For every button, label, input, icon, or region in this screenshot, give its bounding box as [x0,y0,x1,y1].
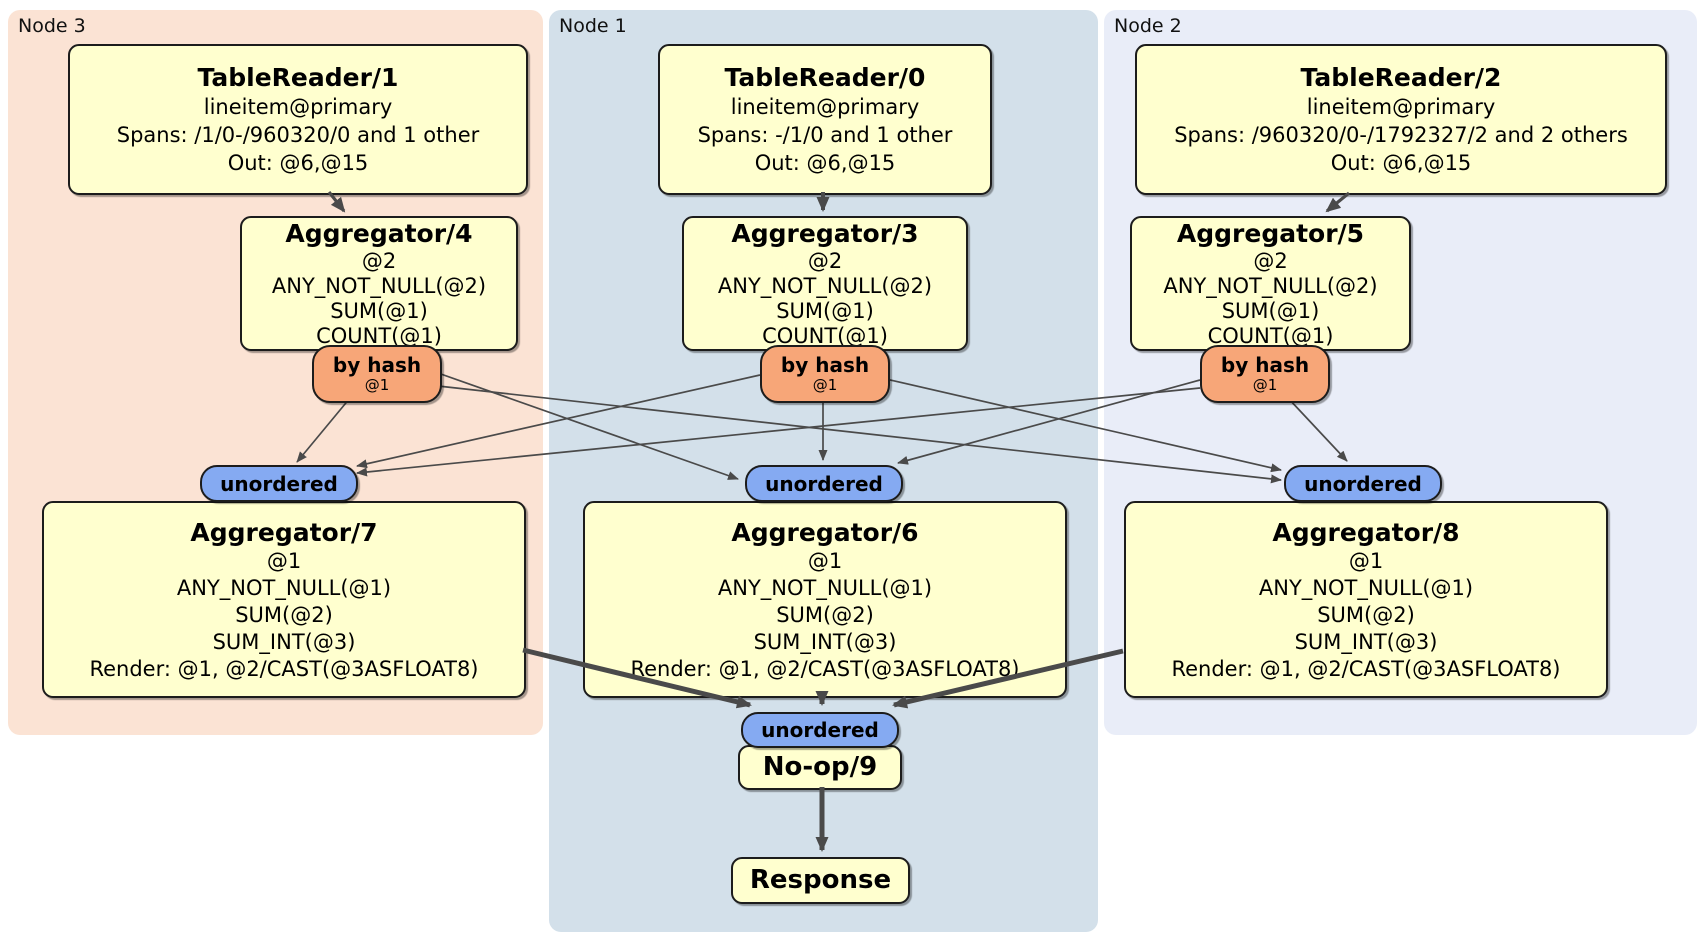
router-detail: @1 [812,376,838,394]
box-line: SUM(@1) [330,299,428,323]
box-aggregator-3: Aggregator/3 @2 ANY_NOT_NULL(@2) SUM(@1)… [682,216,968,351]
box-noop-9: No-op/9 [738,745,902,790]
box-line: Render: @1, @2/CAST(@3ASFLOAT8) [1171,656,1561,681]
box-title: Aggregator/7 [190,517,378,547]
router-label: by hash [332,353,422,377]
box-title: Aggregator/8 [1272,517,1460,547]
box-line: COUNT(@1) [1207,324,1334,348]
box-line: SUM(@2) [776,602,874,627]
box-title: No-op/9 [762,752,878,782]
sync-label: unordered [765,471,883,496]
router-byhash-node2: by hash @1 [1200,345,1330,403]
router-byhash-node3: by hash @1 [312,345,442,403]
box-title: Aggregator/4 [285,219,473,248]
router-label: by hash [780,353,870,377]
box-line: Spans: /1/0-/960320/0 and 1 other [116,123,480,147]
box-line: Out: @6,@15 [1330,151,1472,175]
box-line: Spans: /960320/0-/1792327/2 and 2 others [1174,123,1628,147]
box-aggregator-8: Aggregator/8 @1 ANY_NOT_NULL(@1) SUM(@2)… [1124,501,1608,698]
sync-unordered-node2: unordered [1284,465,1442,502]
sync-label: unordered [1304,471,1422,496]
router-byhash-node1: by hash @1 [760,345,890,403]
sync-label: unordered [761,718,879,742]
region-label-node1: Node 1 [559,15,627,37]
box-title: TableReader/2 [1300,63,1502,92]
sync-unordered-final: unordered [741,712,899,748]
region-label-node3: Node 3 [18,15,86,37]
box-line: @1 [266,548,302,573]
box-line: ANY_NOT_NULL(@1) [1258,575,1474,600]
router-detail: @1 [1252,376,1278,394]
box-title: Response [749,865,892,895]
router-label: by hash [1220,353,1310,377]
box-line: ANY_NOT_NULL(@2) [717,274,933,298]
box-line: SUM(@2) [1317,602,1415,627]
box-line: lineitem@primary [203,95,393,119]
box-response: Response [731,857,910,904]
box-line: SUM(@1) [1221,299,1320,323]
box-line: Spans: -/1/0 and 1 other [697,123,953,147]
box-line: SUM(@2) [235,602,333,627]
box-line: Render: @1, @2/CAST(@3ASFLOAT8) [89,656,479,681]
box-line: lineitem@primary [730,95,920,119]
box-line: ANY_NOT_NULL(@1) [717,575,933,600]
box-aggregator-4: Aggregator/4 @2 ANY_NOT_NULL(@2) SUM(@1)… [240,216,518,351]
box-title: Aggregator/5 [1176,219,1365,248]
box-tablereader-0: TableReader/0 lineitem@primary Spans: -/… [658,44,992,195]
box-line: SUM_INT(@3) [753,629,897,654]
box-line: @1 [807,548,843,573]
box-line: @2 [361,249,397,273]
box-line: @2 [807,249,843,273]
box-line: Out: @6,@15 [227,151,369,175]
box-line: lineitem@primary [1306,95,1496,119]
box-line: SUM(@1) [776,299,874,323]
sync-label: unordered [220,471,338,496]
sync-unordered-node1: unordered [745,465,903,502]
box-line: Render: @1, @2/CAST(@3ASFLOAT8) [630,656,1020,681]
box-line: SUM_INT(@3) [212,629,356,654]
box-line: @1 [1348,548,1384,573]
box-line: ANY_NOT_NULL(@2) [271,274,487,298]
box-line: ANY_NOT_NULL(@2) [1163,274,1378,298]
box-aggregator-7: Aggregator/7 @1 ANY_NOT_NULL(@1) SUM(@2)… [42,501,526,698]
box-title: Aggregator/3 [731,219,919,248]
box-tablereader-1: TableReader/1 lineitem@primary Spans: /1… [68,44,528,195]
region-label-node2: Node 2 [1114,15,1182,37]
box-title: TableReader/1 [197,63,399,92]
box-line: @2 [1253,249,1288,273]
box-tablereader-2: TableReader/2 lineitem@primary Spans: /9… [1135,44,1667,195]
box-title: TableReader/0 [724,63,926,92]
box-line: SUM_INT(@3) [1294,629,1438,654]
box-line: COUNT(@1) [316,324,442,348]
sync-unordered-node3: unordered [200,465,358,502]
box-aggregator-5: Aggregator/5 @2 ANY_NOT_NULL(@2) SUM(@1)… [1130,216,1411,351]
box-title: Aggregator/6 [731,517,919,547]
box-line: ANY_NOT_NULL(@1) [176,575,392,600]
box-line: Out: @6,@15 [754,151,896,175]
router-detail: @1 [364,376,390,394]
box-aggregator-6: Aggregator/6 @1 ANY_NOT_NULL(@1) SUM(@2)… [583,501,1067,698]
box-line: COUNT(@1) [762,324,888,348]
